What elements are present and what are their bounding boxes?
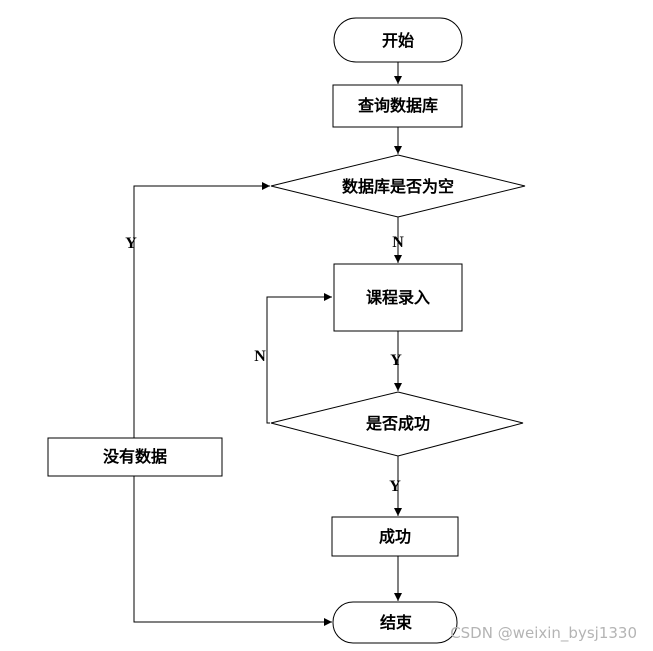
is-success-diamond bbox=[270, 391, 524, 457]
node-end: 结束 bbox=[332, 601, 458, 644]
start-label: 开始 bbox=[382, 31, 414, 50]
node-start: 开始 bbox=[333, 17, 463, 63]
node-query-db: 查询数据库 bbox=[332, 84, 463, 128]
node-success: 成功 bbox=[331, 516, 459, 557]
is-success-label: 是否成功 bbox=[365, 414, 430, 433]
edge-label-db-empty-no: N bbox=[392, 234, 404, 251]
end-label: 结束 bbox=[379, 613, 413, 632]
success-label: 成功 bbox=[379, 527, 411, 546]
csdn-watermark: CSDN @weixin_bysj1330 bbox=[450, 624, 637, 643]
node-is-success: 是否成功 bbox=[270, 391, 524, 457]
edge-labels: N Y Y N Y bbox=[125, 234, 404, 495]
edge-label-db-empty-yes: Y bbox=[125, 235, 137, 252]
end-terminal-shape bbox=[332, 601, 458, 644]
node-db-empty: 数据库是否为空 bbox=[270, 154, 526, 218]
success-box bbox=[331, 516, 459, 557]
query-db-box bbox=[332, 84, 463, 128]
edge-label-entry-to-check: Y bbox=[390, 352, 402, 369]
edge-check-no-loop bbox=[266, 293, 332, 424]
edge-nodata-to-end bbox=[133, 476, 332, 626]
node-no-data: 没有数据 bbox=[47, 437, 223, 477]
start-terminal-shape bbox=[333, 17, 463, 63]
connectors bbox=[133, 62, 402, 626]
db-empty-diamond bbox=[270, 154, 526, 218]
no-data-box bbox=[47, 437, 223, 477]
node-course-entry: 课程录入 bbox=[333, 263, 463, 332]
edge-decision-yes-branch bbox=[133, 182, 270, 438]
no-data-label: 没有数据 bbox=[103, 447, 167, 466]
edge-label-check-yes: Y bbox=[389, 478, 401, 495]
course-entry-label: 课程录入 bbox=[366, 288, 430, 307]
edge-label-check-no: N bbox=[254, 348, 266, 365]
course-entry-box bbox=[333, 263, 463, 332]
db-empty-label: 数据库是否为空 bbox=[342, 177, 454, 196]
query-db-label: 查询数据库 bbox=[358, 96, 438, 115]
